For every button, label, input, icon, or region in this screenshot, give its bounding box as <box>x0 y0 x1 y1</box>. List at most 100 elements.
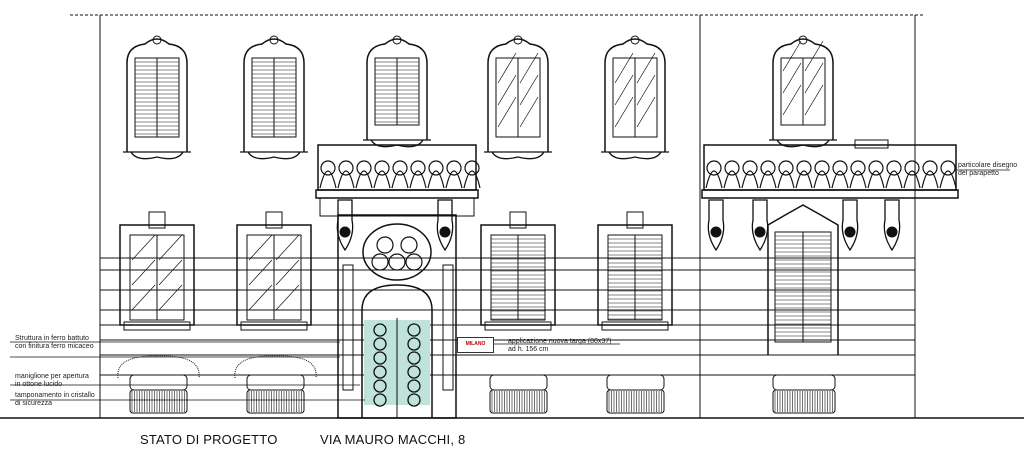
drawing-title: STATO DI PROGETTO <box>140 432 278 447</box>
basement-grille <box>246 389 305 414</box>
basement-grille <box>489 389 548 414</box>
railing-scroll <box>374 160 390 176</box>
glass-hatch <box>248 284 273 311</box>
railing-scroll <box>391 170 409 189</box>
annotation-text: in ottone lucido <box>15 381 63 388</box>
bracket-ornament <box>710 226 722 238</box>
bracket-ornament <box>439 226 451 238</box>
railing-scroll <box>409 170 427 189</box>
windows <box>119 35 839 355</box>
annotation-text: ad h. 156 cm <box>508 346 549 353</box>
bracket <box>751 199 769 252</box>
annotation-text: di sicurezza <box>15 400 52 407</box>
railing-scroll <box>355 170 373 189</box>
drawing-address: VIA MAURO MACCHI, 8 <box>320 432 466 447</box>
window-frame <box>772 38 834 140</box>
window-keystone <box>148 211 166 229</box>
railing-scroll <box>464 160 480 176</box>
glass-hatch <box>782 40 802 72</box>
railing-scroll <box>778 160 794 176</box>
railing-scroll <box>922 160 938 176</box>
glass-hatch <box>519 52 539 84</box>
railing-scroll <box>904 160 920 176</box>
railing-scroll <box>428 160 444 176</box>
window-sill <box>240 321 308 331</box>
crest-scroll <box>371 253 389 271</box>
bracket <box>436 199 454 252</box>
basement-opening <box>129 374 188 391</box>
window-ornament <box>269 35 279 45</box>
glass-hatch <box>497 74 517 106</box>
glass-hatch <box>131 284 156 311</box>
window-upper <box>363 35 431 148</box>
window-frame <box>126 38 188 152</box>
window-upper <box>601 35 669 160</box>
window-sill <box>484 321 552 331</box>
window-lower <box>597 211 673 331</box>
bracket <box>883 199 901 252</box>
window-frame <box>366 38 428 140</box>
window-sill <box>601 321 669 331</box>
window-frame <box>480 224 556 326</box>
glass-hatch <box>782 84 802 116</box>
glass-hatch <box>636 74 656 106</box>
annotation-text: applicazione nuova targa (80x37) <box>508 338 612 345</box>
window-sill <box>601 151 669 160</box>
glass-hatch <box>248 259 273 286</box>
window-frame <box>119 224 195 326</box>
railing-scroll <box>940 160 956 176</box>
glass-hatch <box>636 96 656 128</box>
bracket <box>707 199 725 252</box>
railing-scroll <box>760 160 776 176</box>
glass-hatch <box>804 62 824 94</box>
window-sill <box>123 151 191 160</box>
railing-scroll <box>742 160 758 176</box>
basement-window <box>117 355 200 414</box>
street-plaque: MILANO <box>457 337 494 353</box>
glass-hatch <box>131 234 156 261</box>
railing-scroll <box>795 170 813 189</box>
window-lower <box>480 211 556 331</box>
railing-scroll <box>392 160 408 176</box>
basement-opening <box>606 374 665 391</box>
window-sill <box>240 151 308 160</box>
crest-scroll <box>376 236 394 254</box>
glass-hatch <box>497 52 517 84</box>
railing-scroll <box>373 170 391 189</box>
glass-hatch <box>614 52 634 84</box>
window-ornament <box>798 35 808 45</box>
glass-hatch <box>131 259 156 286</box>
door-grille-scroll <box>373 337 387 351</box>
glass-hatch <box>158 234 183 261</box>
door-grille-scroll <box>407 379 421 393</box>
annotation-plate: applicazione nuova targa (80x37)ad h. 15… <box>508 338 612 354</box>
glass-hatch <box>275 234 300 261</box>
glass-hatch <box>248 234 273 261</box>
basement-grille <box>772 389 836 414</box>
stone-texture <box>234 355 317 379</box>
door-grille-scroll <box>373 351 387 365</box>
railing-scroll <box>849 170 867 189</box>
left-balcony <box>315 144 481 217</box>
railing-scroll <box>850 160 866 176</box>
door-grille-scroll <box>407 337 421 351</box>
crest-scroll <box>405 253 423 271</box>
window-frame <box>597 224 673 326</box>
railing-scroll <box>796 160 812 176</box>
window-lower <box>119 211 195 331</box>
brackets <box>336 199 901 252</box>
window-sill <box>123 321 191 331</box>
door-grille-scroll <box>373 365 387 379</box>
glass-hatch <box>782 62 802 94</box>
entrance-portal <box>337 214 457 419</box>
glass-hatch <box>804 40 824 72</box>
railing-scroll <box>777 170 795 189</box>
basement-window <box>772 374 836 414</box>
railing-scroll <box>813 170 831 189</box>
glass-hatch <box>158 259 183 286</box>
basement-opening <box>772 374 836 391</box>
annotation-text: particolare disegno <box>958 162 1018 169</box>
